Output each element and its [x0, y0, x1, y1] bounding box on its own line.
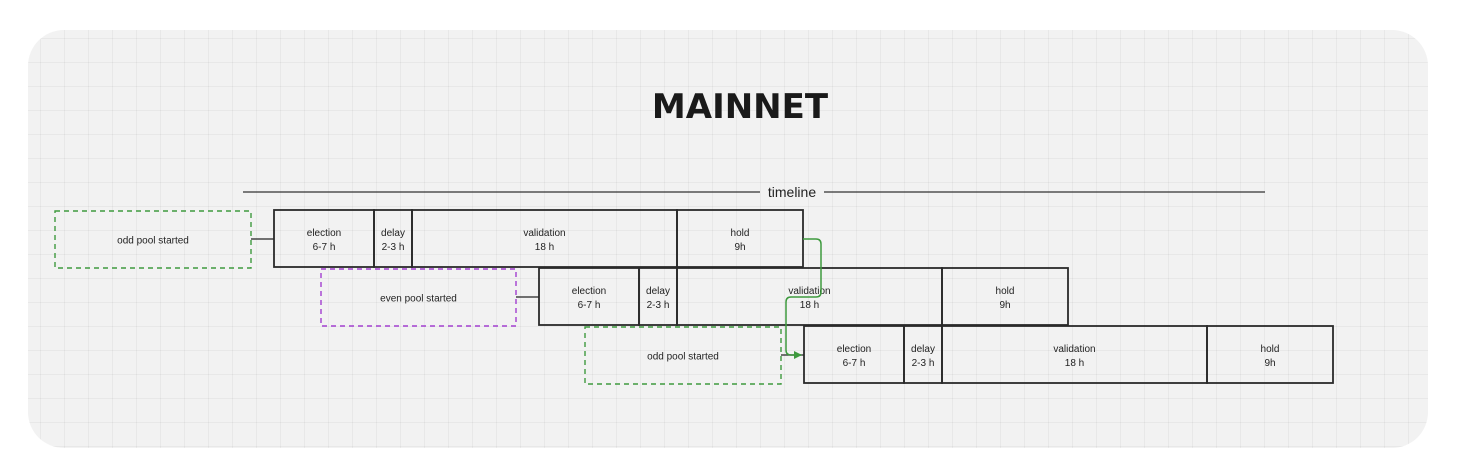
phase-name: delay — [646, 286, 670, 297]
phase-duration: 2-3 h — [647, 300, 670, 311]
phase-box-hold — [941, 267, 1069, 326]
phase-name: hold — [1261, 344, 1280, 355]
phase-duration: 18 h — [1065, 358, 1084, 369]
pool-timeline-diagram: MAINNET timeline odd pool started electio… — [54, 87, 1334, 385]
phase-duration: 6-7 h — [843, 358, 866, 369]
phase-duration: 2-3 h — [912, 358, 935, 369]
phase-name: validation — [788, 286, 830, 297]
phase-name: election — [572, 286, 606, 297]
phase-name: delay — [381, 228, 405, 239]
phase-duration: 18 h — [535, 242, 554, 253]
pool-rows: odd pool started election 6-7 h delay 2-3 h v… — [54, 209, 1334, 385]
phase-name: validation — [1053, 344, 1095, 355]
phase-duration: 9h — [734, 242, 745, 253]
diagram-board: MAINNET timeline odd pool started electio… — [28, 30, 1428, 448]
phase-duration: 9h — [999, 300, 1010, 311]
pool-row-1: odd pool started election 6-7 h delay 2-3 h v… — [54, 209, 804, 269]
pool-row-2: even pool started election 6-7 h delay 2-3 h… — [320, 267, 1069, 327]
phase-name: election — [837, 344, 871, 355]
pool-start-box — [584, 326, 782, 385]
pool-start-box — [54, 210, 252, 269]
phase-duration: 18 h — [800, 300, 819, 311]
timeline: timeline — [243, 184, 1265, 200]
phase-name: hold — [996, 286, 1015, 297]
pool-start-label: odd pool started — [647, 352, 719, 363]
diagram-title: MAINNET — [652, 87, 829, 127]
pool-start-label: even pool started — [380, 294, 457, 305]
phase-name: validation — [523, 228, 565, 239]
phase-duration: 6-7 h — [313, 242, 336, 253]
pool-row-3: odd pool started election 6-7 h delay 2-3 h v… — [584, 325, 1334, 385]
timeline-label: timeline — [768, 184, 816, 200]
phase-duration: 9h — [1264, 358, 1275, 369]
phase-name: election — [307, 228, 341, 239]
phase-duration: 6-7 h — [578, 300, 601, 311]
pool-start-label: odd pool started — [117, 236, 189, 247]
odd-pool-cycle-arrow — [785, 238, 822, 359]
phase-name: hold — [731, 228, 750, 239]
phase-box-hold — [1206, 325, 1334, 384]
phase-duration: 2-3 h — [382, 242, 405, 253]
phase-name: delay — [911, 344, 935, 355]
